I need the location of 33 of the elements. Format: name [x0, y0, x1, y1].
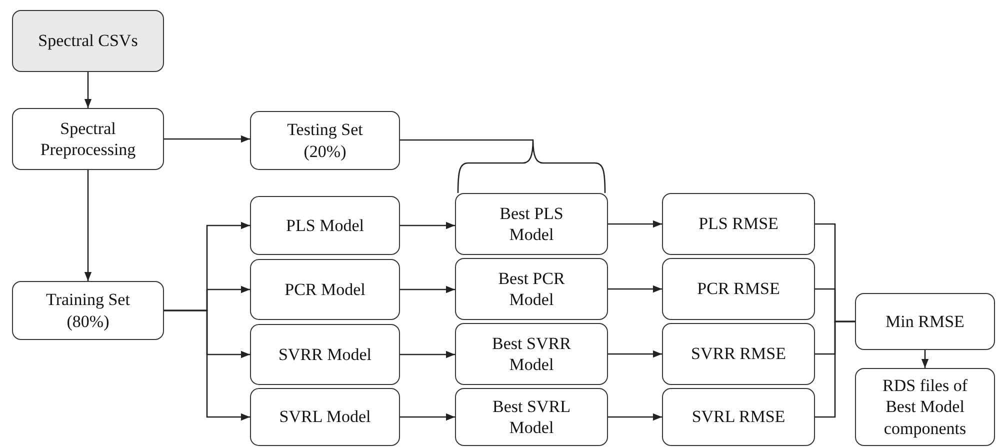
process-box: RDS files of Best Model components	[855, 368, 995, 446]
process-box: SVRL Model	[250, 388, 400, 446]
connector-line	[815, 320, 855, 418]
process-box: Testing Set (20%)	[250, 111, 400, 170]
arrow	[400, 222, 455, 230]
process-box: PLS RMSE	[662, 193, 815, 255]
process-box: PLS Model	[250, 196, 400, 255]
process-box: Best PLS Model	[455, 193, 608, 255]
process-box: Min RMSE	[855, 293, 995, 350]
arrow	[608, 350, 662, 358]
process-box: PCR RMSE	[662, 258, 815, 320]
arrow	[608, 285, 662, 293]
arrow	[400, 286, 455, 294]
arrow	[84, 72, 92, 108]
process-box: Best SVRR Model	[455, 323, 608, 385]
process-box: SVRL RMSE	[662, 388, 815, 446]
arrow	[608, 413, 662, 421]
process-box: Training Set (80%)	[12, 281, 164, 340]
arrow	[164, 135, 250, 143]
process-box: SVRR RMSE	[662, 323, 815, 385]
connector-line	[399, 139, 606, 194]
arrow	[400, 350, 455, 358]
arrow	[84, 170, 92, 281]
input-box: Spectral CSVs	[12, 10, 164, 72]
process-box: Best SVRL Model	[455, 388, 608, 446]
process-box: Spectral Preprocessing	[12, 108, 164, 170]
process-box: SVRR Model	[250, 324, 400, 385]
arrow	[921, 350, 929, 368]
process-box: PCR Model	[250, 259, 400, 320]
arrow	[400, 413, 455, 421]
process-box: Best PCR Model	[455, 258, 608, 320]
arrow	[608, 220, 662, 228]
arrow	[164, 310, 250, 421]
